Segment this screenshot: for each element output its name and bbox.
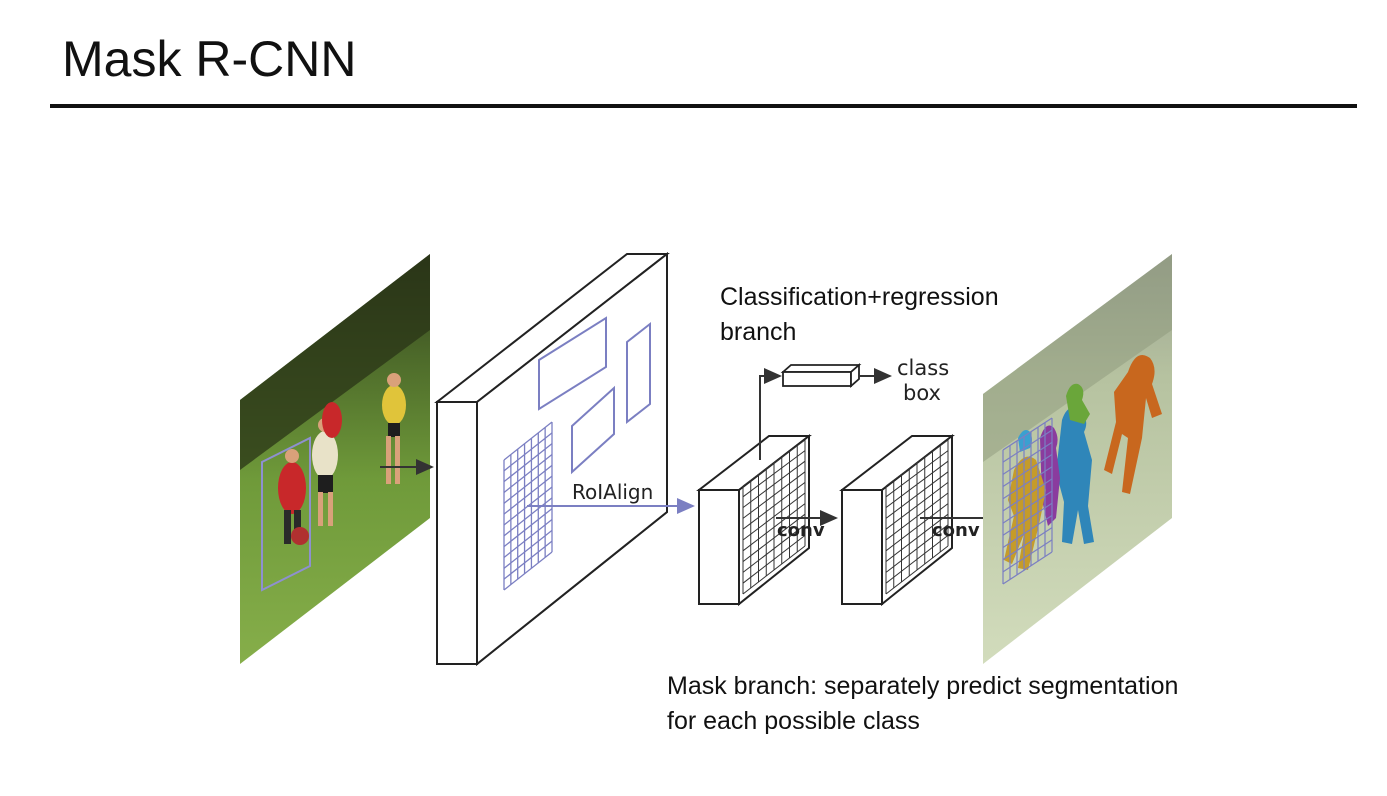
player-figures [278,373,406,545]
conv-label-2: conv [932,520,980,541]
mask-branch-note: Mask branch: separately predict segmenta… [667,669,1178,739]
conv-label-1: conv [777,520,825,541]
roi-feature-block [696,433,812,607]
slide-title: Mask R-CNN [62,31,357,87]
input-image [240,254,434,664]
proposal-box-2 [571,385,615,475]
class-output-label: class [897,356,949,380]
proposal-box-1 [538,316,607,411]
mask-note-line-1: Mask branch: separately predict segmenta… [667,672,1179,700]
classification-head [759,363,892,460]
mask-note-line-2: for each possible class [667,707,920,735]
title-divider [50,104,1357,108]
classification-branch-note: Classification+regression branch [720,280,999,350]
proposal-box-3 [626,321,651,425]
classification-note-line-1: Classification+regression [720,283,999,311]
roialign-label: RoIAlign [572,480,653,504]
box-output-label: box [903,381,941,405]
roi-grid [503,421,553,591]
backbone-feature-map [434,251,670,667]
classification-note-line-2: branch [720,318,797,346]
mask-feature-block [839,433,955,607]
output-segmentation-image [983,254,1172,664]
image-roi-box [261,436,311,592]
instance-masks [1004,355,1162,570]
mask-grid [1002,417,1053,585]
